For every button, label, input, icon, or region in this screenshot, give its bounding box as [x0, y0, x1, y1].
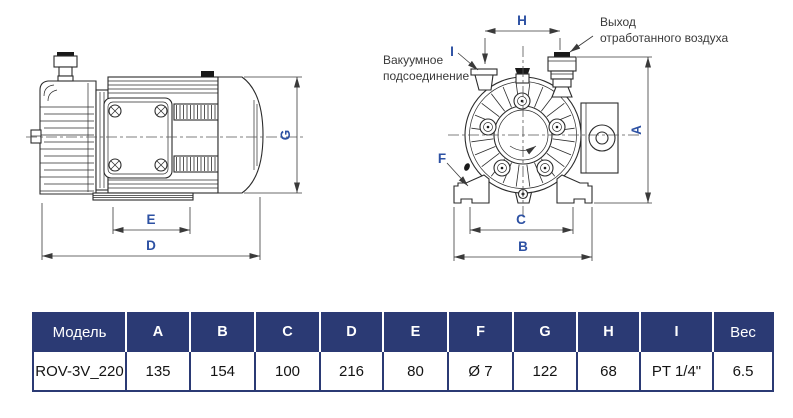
top-cap	[515, 68, 530, 84]
cell-d: 216	[319, 350, 384, 392]
cover-plate	[103, 97, 173, 179]
dim-letter-i: I	[450, 44, 454, 59]
vacuum-label-line2: подсоединение	[383, 69, 469, 83]
side-view-drawing: E D G	[26, 52, 306, 260]
dimension-f: F	[438, 151, 469, 187]
cell-f: Ø 7	[447, 350, 514, 392]
front-view-drawing: H I A F C B	[383, 13, 729, 261]
dim-letter-e: E	[146, 212, 155, 227]
cell-b: 154	[189, 350, 256, 392]
dimension-b: B	[453, 207, 593, 261]
rib-hatch	[176, 105, 216, 171]
terminal-bracket	[580, 102, 619, 174]
cell-c: 100	[254, 350, 321, 392]
cell-h: 68	[576, 350, 641, 392]
dimensions-table: Модель A B C D E F G H I Вес ROV-3V_220 …	[32, 312, 774, 392]
dimension-g: G	[244, 76, 302, 194]
exhaust-fitting	[547, 52, 577, 98]
vacuum-label-line1: Вакуумное	[383, 53, 443, 67]
technical-drawing: E D G	[26, 13, 729, 261]
plate-screw	[154, 158, 168, 172]
base-foot	[92, 192, 194, 201]
dim-letter-g: G	[278, 130, 293, 141]
pump-head	[30, 80, 97, 195]
header-cell-f: F	[447, 313, 513, 351]
header-cell-d: D	[319, 313, 383, 351]
header-cell-b: B	[189, 313, 255, 351]
cell-g: 122	[512, 350, 578, 392]
exhaust-outlet-label: Выход отработанного воздуха	[569, 15, 729, 53]
foot-hole-mark	[464, 163, 470, 171]
dim-letter-b: B	[518, 239, 528, 254]
cell-e: 80	[382, 350, 449, 392]
mounting-feet	[453, 163, 593, 204]
cell-i: PT 1/4"	[639, 350, 714, 392]
plate-screw	[154, 104, 168, 118]
dim-letter-f: F	[438, 151, 446, 166]
table-row: ROV-3V_220 135 154 100 216 80 Ø 7 122 68…	[32, 350, 774, 392]
head-fins	[40, 106, 94, 192]
exhaust-label-line2: отработанного воздуха	[600, 31, 729, 45]
cell-weight: 6.5	[712, 350, 774, 392]
header-cell-model: Модель	[33, 313, 126, 351]
dimension-e: E	[112, 207, 191, 234]
header-cell-e: E	[382, 313, 448, 351]
header-cell-h: H	[576, 313, 640, 351]
muffler-fitting	[53, 52, 78, 82]
dim-letter-c: C	[516, 212, 526, 227]
dim-letter-h: H	[517, 13, 527, 28]
vacuum-connection-label: Вакуумное подсоединение	[383, 53, 469, 83]
dim-letter-d: D	[146, 238, 156, 253]
header-cell-g: G	[512, 313, 577, 351]
exhaust-label-line1: Выход	[600, 15, 636, 29]
plate-screw	[108, 104, 122, 118]
motor-bell	[201, 71, 264, 194]
table-header-row: Модель A B C D E F G H I Вес	[33, 313, 773, 351]
cell-model: ROV-3V_220	[32, 350, 127, 392]
dimension-h: H	[482, 13, 561, 64]
dimension-d: D	[41, 197, 261, 260]
cell-a: 135	[125, 350, 191, 392]
plate-screw	[108, 158, 122, 172]
vacuum-port	[470, 68, 498, 91]
ventilation-ribs	[173, 103, 219, 173]
dimension-c: C	[469, 207, 574, 234]
dim-letter-a: A	[629, 125, 644, 135]
dimension-i: I	[450, 44, 479, 71]
header-cell-a: A	[125, 313, 190, 351]
header-cell-i: I	[639, 313, 713, 351]
header-cell-weight: Вес	[712, 313, 773, 351]
dimension-a: A	[577, 56, 652, 204]
header-cell-c: C	[254, 313, 320, 351]
